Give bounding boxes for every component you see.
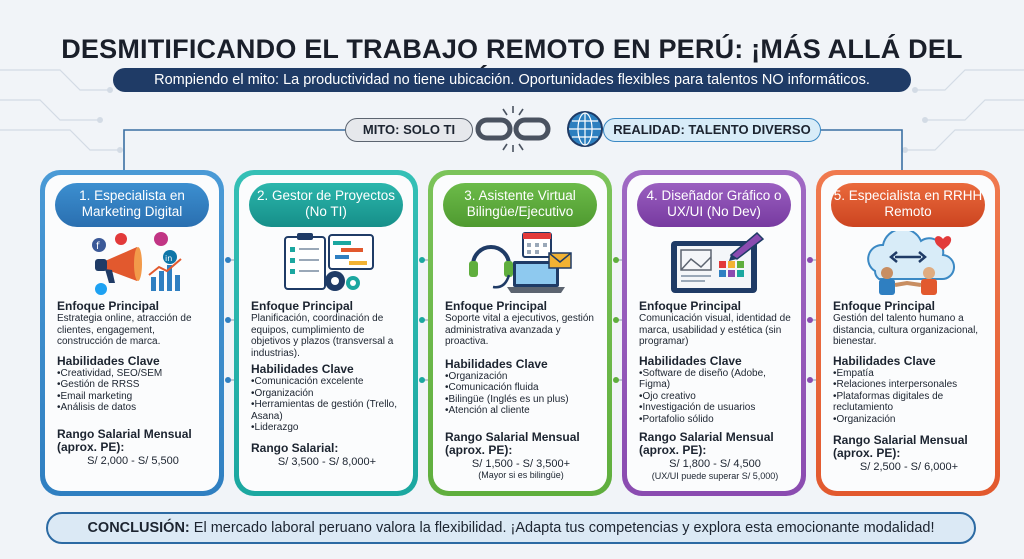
reality-badge: REALIDAD: TALENTO DIVERSO [603, 118, 821, 142]
card-virtual-assistant: 3. Asistente Virtual Bilingüe/Ejecutivo … [428, 170, 612, 496]
headset-laptop-icon [469, 232, 572, 293]
conclusion-text: El mercado laboral peruano valora la fle… [189, 520, 935, 536]
skills-list: Empatía Relaciones interpersonales Plata… [833, 368, 985, 426]
salary-label: Rango Salarial Mensual (aprox. PE): [639, 430, 774, 457]
skill-item: Herramientas de gestión (Trello, Asana) [251, 399, 403, 422]
myth-badge: MITO: SOLO TI [345, 118, 473, 142]
skill-item: Organización [251, 388, 403, 400]
card-title: 1. Especialista en Marketing Digital [55, 183, 209, 227]
salary-label: Rango Salarial Mensual (aprox. PE): [445, 429, 580, 457]
focus-text: Planificación, coordinación de equipos, … [251, 313, 394, 359]
salary-note: (UX/UI puede superar S/ 5,000) [651, 470, 779, 481]
focus-label: Enfoque Principal [445, 299, 548, 313]
focus-label: Enfoque Principal [251, 299, 354, 313]
skill-item: Investigación de usuarios [639, 402, 791, 414]
card-project-manager: 2. Gestor de Proyectos (No TI) Enfoque P… [234, 170, 418, 496]
skill-item: Organización [833, 414, 985, 426]
skill-item: Comunicación excelente [251, 376, 403, 388]
skill-item: Comunicación fluida [445, 382, 597, 394]
svg-text:in: in [165, 254, 172, 263]
salary-value: S/ 1,800 - S/ 4,500 [669, 458, 761, 470]
skill-item: Organización [445, 371, 597, 383]
globe-icon [567, 111, 603, 147]
focus-text: Soporte vital a ejecutivos, gestión admi… [445, 313, 594, 347]
skills-label: Habilidades Clave [639, 353, 742, 368]
salary-value: S/ 1,500 - S/ 3,500+ [471, 457, 571, 470]
focus-text: Estrategia online, atracción de clientes… [57, 313, 192, 347]
salary-value: S/ 2,000 - S/ 5,500 [87, 454, 179, 467]
project-board-icon [284, 233, 374, 291]
skill-item: Email marketing [57, 391, 209, 403]
page-subtitle: Rompiendo el mito: La productividad no t… [113, 68, 911, 92]
card-title: 2. Gestor de Proyectos (No TI) [249, 183, 403, 227]
design-tablet-icon [671, 231, 765, 293]
conclusion-banner: CONCLUSIÓN: El mercado laboral peruano v… [46, 512, 976, 544]
salary-label: Rango Salarial Mensual (aprox. PE): [57, 426, 192, 454]
skill-item: Atención al cliente [445, 405, 597, 417]
card-marketing: 1. Especialista en Marketing Digital f i… [40, 170, 224, 496]
card-graphic-designer: 4. Diseñador Gráfico o UX/UI (No Dev) En… [622, 170, 806, 496]
skill-item: Creatividad, SEO/SEM [57, 368, 209, 380]
salary-value: S/ 2,500 - S/ 6,000+ [859, 461, 959, 473]
conclusion-label: CONCLUSIÓN: [87, 520, 190, 536]
skill-item: Liderazgo [251, 422, 403, 434]
skills-label: Habilidades Clave [445, 356, 548, 371]
card-title: 3. Asistente Virtual Bilingüe/Ejecutivo [443, 183, 597, 227]
svg-text:f: f [96, 241, 100, 252]
skill-item: Gestión de RRSS [57, 379, 209, 391]
skill-item: Análisis de datos [57, 402, 209, 414]
focus-text: Gestión del talento humano a distancia, … [833, 313, 979, 347]
skill-item: Portafolio sólido [639, 414, 791, 426]
focus-label: Enfoque Principal [57, 299, 160, 313]
skills-list: Organización Comunicación fluida Bilingü… [445, 371, 597, 417]
skill-item: Plataformas digitales de reclutamiento [833, 391, 985, 414]
card-title: 5. Especialista en RRHH Remoto [831, 183, 985, 227]
skill-item: Relaciones interpersonales [833, 379, 985, 391]
skills-label: Habilidades Clave [833, 353, 936, 368]
broken-chain-icon [475, 117, 551, 141]
megaphone-icon: f in [92, 232, 182, 295]
skill-item: Bilingüe (Inglés es un plus) [445, 394, 597, 406]
skills-list: Software de diseño (Adobe, Figma) Ojo cr… [639, 368, 791, 426]
focus-text: Comunicación visual, identidad de marca,… [639, 313, 791, 347]
salary-note: (Mayor si es bilingüe) [478, 470, 564, 480]
salary-label: Rango Salarial: [251, 440, 339, 455]
card-hr-specialist: 5. Especialista en RRHH Remoto Enfoque P… [816, 170, 1000, 496]
skills-list: Comunicación excelente Organización Herr… [251, 376, 403, 434]
salary-value: S/ 3,500 - S/ 8,000+ [277, 455, 377, 468]
skills-label: Habilidades Clave [57, 353, 160, 368]
card-title: 4. Diseñador Gráfico o UX/UI (No Dev) [637, 183, 791, 227]
salary-label: Rango Salarial Mensual (aprox. PE): [833, 433, 968, 460]
skills-label: Habilidades Clave [251, 362, 354, 376]
focus-label: Enfoque Principal [833, 299, 936, 313]
skill-item: Ojo creativo [639, 391, 791, 403]
skill-item: Software de diseño (Adobe, Figma) [639, 368, 791, 391]
focus-label: Enfoque Principal [639, 299, 742, 313]
skill-item: Empatía [833, 368, 985, 380]
cloud-handshake-icon [867, 231, 955, 295]
skills-list: Creatividad, SEO/SEM Gestión de RRSS Ema… [57, 368, 209, 414]
